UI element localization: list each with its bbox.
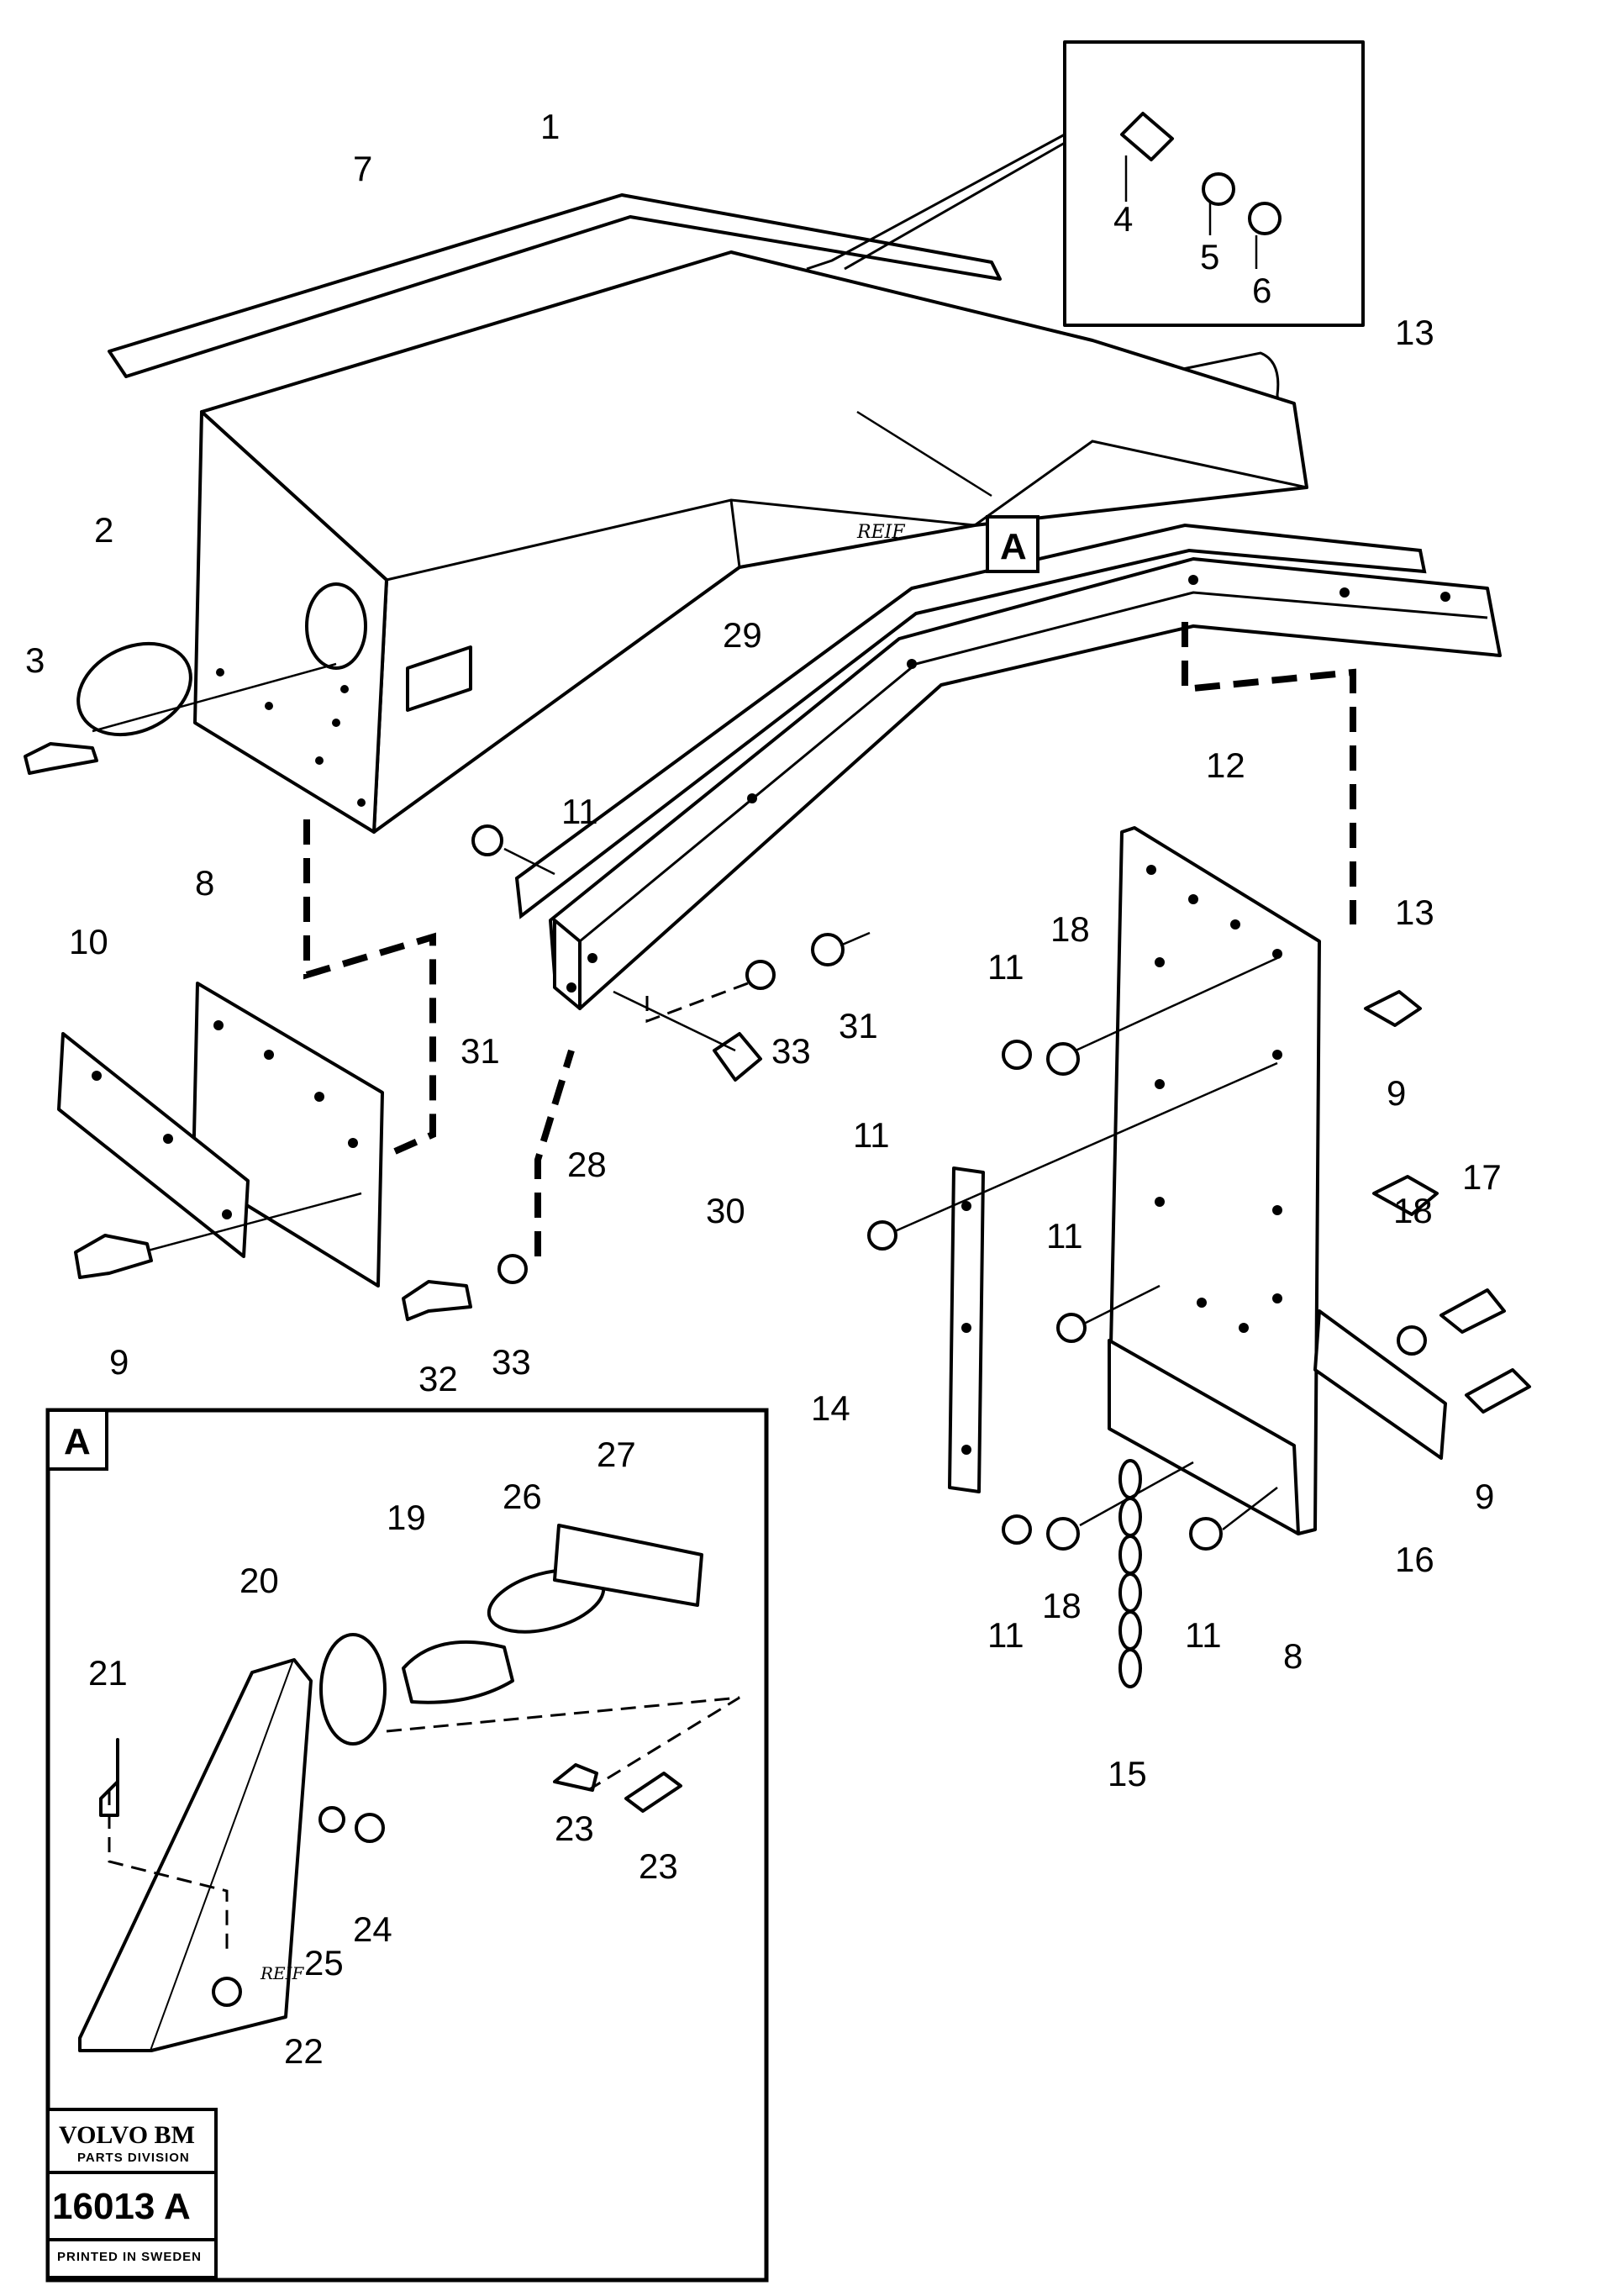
cover-box	[193, 250, 1308, 834]
label-31-left: 31	[461, 1031, 500, 1071]
label-11-top: 11	[561, 792, 598, 831]
label-3: 3	[25, 640, 45, 680]
label-26: 26	[503, 1477, 542, 1516]
label-16: 16	[1395, 1540, 1434, 1579]
label-21: 21	[88, 1653, 128, 1693]
rail-assembly	[514, 523, 1502, 1010]
label-10: 10	[69, 922, 108, 961]
label-19: 19	[387, 1498, 426, 1537]
label-4: 4	[1113, 199, 1133, 239]
label-7: 7	[353, 149, 372, 188]
label-11-r3: 11	[1046, 1216, 1083, 1256]
label-6: 6	[1252, 271, 1271, 310]
label-20: 20	[239, 1561, 279, 1600]
label-11-r5: 11	[1185, 1615, 1222, 1655]
label-1: 1	[540, 107, 560, 146]
stamp-printed: PRINTED IN SWEDEN	[57, 2250, 202, 2264]
label-9-right-low: 9	[1475, 1477, 1494, 1516]
label-22: 22	[284, 2031, 324, 2071]
label-28: 28	[567, 1145, 607, 1184]
callouts: 1 7 4 5 6 13 2 3 29 11 12 13 8 10 31 33 …	[25, 107, 1502, 2071]
label-32: 32	[418, 1359, 458, 1398]
label-33-low: 33	[492, 1342, 531, 1382]
detail-ref-letter-main: A	[1000, 526, 1027, 567]
label-14: 14	[811, 1388, 850, 1428]
label-9-right-top: 9	[1387, 1073, 1406, 1113]
volvo-parts-stamp: VOLVO BM PARTS DIVISION 16013 A PRINTED …	[48, 2121, 216, 2264]
label-18-r2: 18	[1393, 1191, 1433, 1230]
label-2: 2	[94, 510, 113, 550]
label-23-b: 23	[639, 1846, 678, 1886]
rail-fasteners	[402, 824, 871, 1321]
label-12: 12	[1206, 745, 1245, 785]
label-8-right: 8	[1283, 1636, 1303, 1676]
label-18-r1: 18	[1050, 909, 1090, 949]
label-29: 29	[723, 615, 762, 655]
stamp-number: 16013 A	[52, 2186, 191, 2227]
label-9-left: 9	[109, 1342, 129, 1382]
label-8-left: 8	[195, 863, 214, 903]
label-11-r4: 11	[987, 1615, 1024, 1655]
detail-reference-main: A	[986, 515, 1039, 573]
label-13-mid: 13	[1395, 893, 1434, 932]
left-plates	[57, 819, 436, 1288]
signature-reif-top: REIF	[856, 522, 905, 543]
label-24: 24	[353, 1909, 392, 1949]
label-23-a: 23	[555, 1809, 594, 1848]
signature-reif-inset: REIF	[260, 1963, 305, 1983]
label-15: 15	[1108, 1754, 1147, 1793]
label-31-right: 31	[839, 1006, 878, 1045]
stamp-brand: VOLVO BM	[59, 2121, 195, 2149]
detail-ref-letter-inset: A	[64, 1421, 91, 1462]
vertical-plate	[1108, 622, 1447, 1535]
stamp-division: PARTS DIVISION	[77, 2151, 190, 2165]
label-17: 17	[1462, 1157, 1502, 1197]
label-5: 5	[1200, 237, 1219, 276]
right-fasteners	[867, 956, 1531, 1551]
label-11-r2: 11	[853, 1115, 890, 1155]
label-25: 25	[304, 1943, 344, 1983]
label-11-r1: 11	[987, 947, 1024, 987]
label-30: 30	[706, 1191, 745, 1230]
cover-disc	[24, 641, 337, 775]
label-27: 27	[597, 1435, 636, 1474]
detail-a-panel	[45, 1408, 769, 2283]
inset-fastener-detail	[806, 40, 1365, 327]
label-18-r3: 18	[1042, 1586, 1082, 1625]
label-13-top: 13	[1395, 313, 1434, 352]
label-33-mid: 33	[771, 1031, 811, 1071]
